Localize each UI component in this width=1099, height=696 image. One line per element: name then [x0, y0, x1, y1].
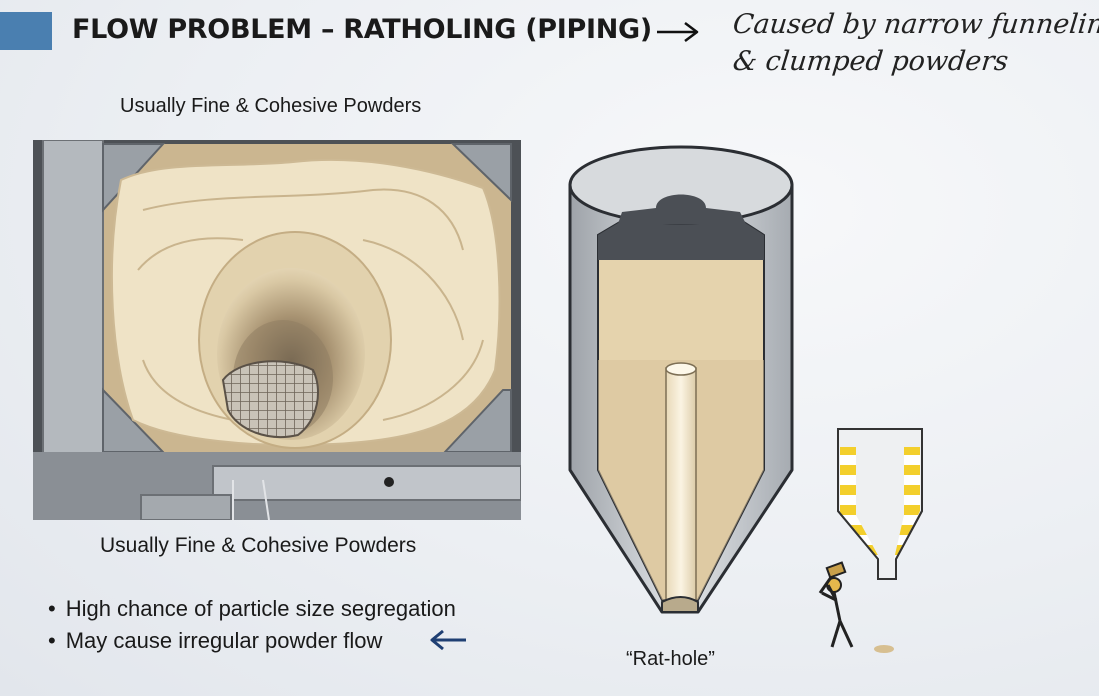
handwritten-note: Caused by narrow funneling & clumped pow…	[731, 6, 1099, 80]
note-line-1: Caused by narrow funneling	[731, 9, 1099, 40]
right-arrow-icon	[657, 22, 699, 42]
bullet-list: High chance of particle size segregation…	[48, 593, 456, 657]
rathole-hopper-photo	[33, 140, 521, 520]
bullet-item: May cause irregular powder flow	[48, 625, 456, 657]
title-accent-bar	[0, 12, 52, 50]
page-title: FLOW PROBLEM – RATHOLING (PIPING)	[72, 14, 652, 45]
rathole-label: “Rat-hole”	[626, 648, 715, 670]
caption-bottom: Usually Fine & Cohesive Powders	[100, 534, 417, 557]
bullet-item: High chance of particle size segregation	[48, 593, 456, 625]
hopper-hammer-illustration	[818, 428, 923, 653]
caption-top: Usually Fine & Cohesive Powders	[120, 95, 422, 117]
silo-cutaway-diagram	[568, 145, 794, 614]
note-line-2: & clumped powders	[731, 46, 1010, 77]
left-arrow-icon	[430, 629, 466, 651]
